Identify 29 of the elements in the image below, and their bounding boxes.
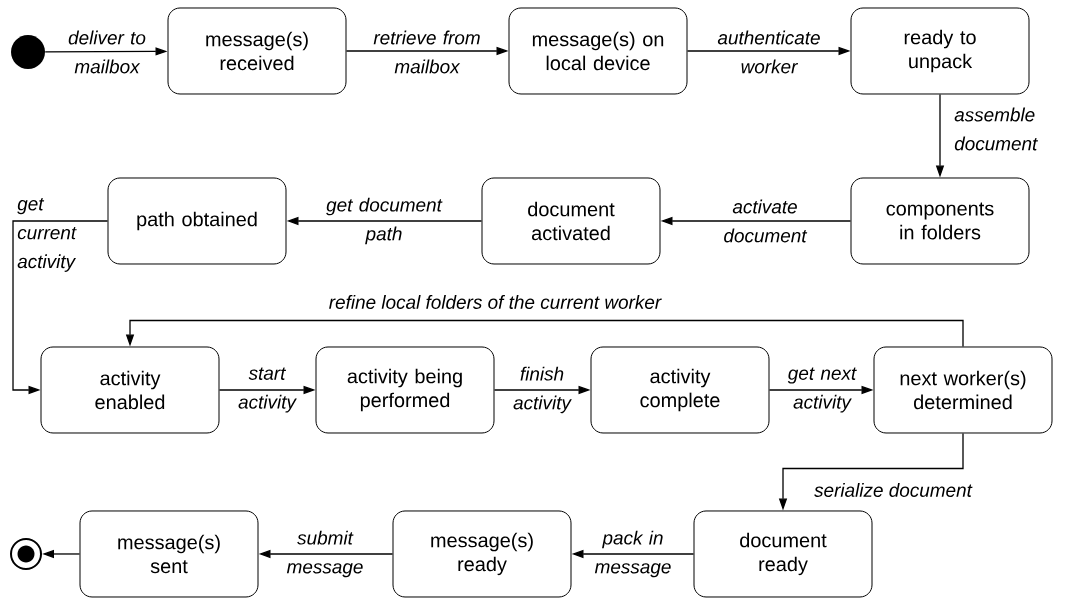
- start-dot: [11, 35, 45, 69]
- edge-label: serialize document: [814, 483, 973, 497]
- end-bullseye: [10, 538, 42, 570]
- edge-label: retrieve from mailbox: [373, 30, 480, 74]
- edge-label: authenticate worker: [717, 30, 820, 74]
- edge-label: assemble document: [954, 107, 1038, 151]
- state-box: message(s) ready: [392, 510, 572, 598]
- state-box: activity being performed: [315, 346, 495, 434]
- state-box: path obtained: [107, 177, 287, 265]
- edge-label: refine local folders of the current worker: [329, 295, 662, 309]
- state-box: message(s) sent: [79, 510, 259, 598]
- edge-label: deliver to mailbox: [68, 30, 146, 74]
- state-box: message(s) on local device: [508, 7, 688, 95]
- state-box: activity complete: [590, 346, 770, 434]
- state-box: document ready: [693, 510, 873, 598]
- edge-label: finish activity: [513, 366, 572, 414]
- edge-label: activate document: [724, 199, 808, 243]
- state-box: ready to unpack: [850, 7, 1030, 95]
- edge-label: pack in message: [594, 530, 671, 578]
- state-box: message(s) received: [167, 7, 347, 95]
- edge-label: get next activity: [787, 367, 857, 413]
- state-box: document activated: [481, 177, 661, 265]
- state-box: activity enabled: [40, 346, 220, 434]
- edge-label: get current activity: [17, 198, 77, 272]
- state-box: next worker(s) determined: [873, 346, 1053, 434]
- edge-label: submit message: [286, 530, 363, 578]
- edge-label: start activity: [238, 367, 297, 413]
- state-box: components in folders: [850, 177, 1030, 265]
- edge-label: get document path: [326, 197, 443, 245]
